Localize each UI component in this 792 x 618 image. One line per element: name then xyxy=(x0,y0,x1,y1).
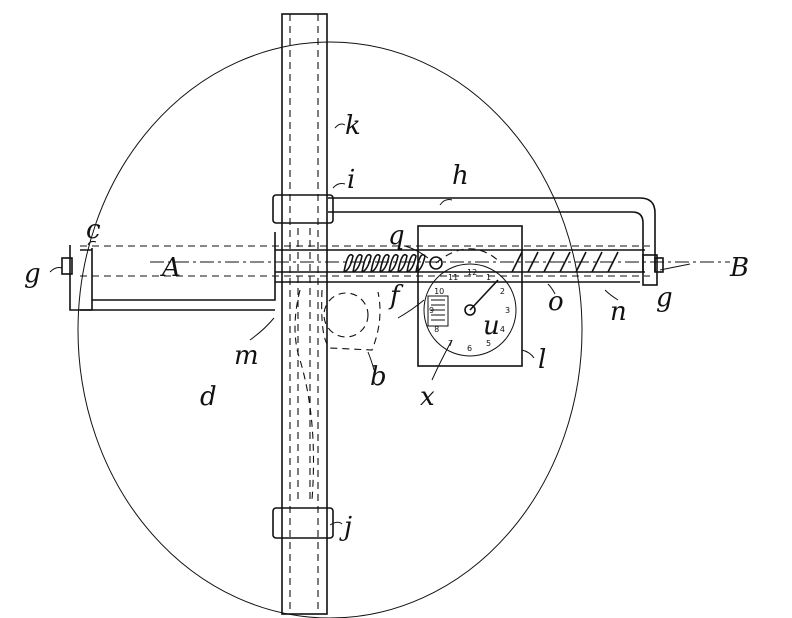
dial-number: 4 xyxy=(500,325,505,334)
label-j: j xyxy=(339,512,352,542)
thread-coil xyxy=(343,253,354,273)
disk-outline xyxy=(77,41,583,618)
thread-coil xyxy=(388,253,399,273)
label-h: h xyxy=(452,161,469,191)
label-g-right: g xyxy=(656,283,673,313)
thread-slant xyxy=(591,251,603,273)
pinion-b xyxy=(294,289,381,501)
thread-coil xyxy=(370,253,381,273)
label-q: q xyxy=(388,221,405,251)
label-k: k xyxy=(345,111,361,141)
label-A: A xyxy=(160,253,181,283)
thread-coil xyxy=(361,253,372,273)
dial-box xyxy=(417,225,523,367)
label-m: m xyxy=(234,341,259,371)
dial-number: 10 xyxy=(434,287,444,296)
thread-coil xyxy=(406,253,417,273)
clamp-j xyxy=(272,507,334,539)
left-arm xyxy=(61,232,276,311)
dial-number: 3 xyxy=(505,306,510,315)
label-o: o xyxy=(548,287,564,317)
label-i: i xyxy=(347,165,355,195)
label-u: u xyxy=(483,311,500,341)
thread-slant xyxy=(511,251,523,273)
h-frame xyxy=(328,197,664,286)
dial-number: 12 xyxy=(467,268,477,277)
thread-coil xyxy=(397,253,408,273)
thread-slant xyxy=(543,251,555,273)
dial-number: 5 xyxy=(486,339,491,348)
dial-number: 6 xyxy=(467,344,472,353)
dial-number: 9 xyxy=(429,306,434,315)
thread-coil xyxy=(379,253,390,273)
dial-number: 2 xyxy=(500,287,505,296)
leader-lines xyxy=(49,123,691,526)
label-l: l xyxy=(538,345,546,375)
label-n: n xyxy=(610,297,627,327)
label-f: f xyxy=(388,281,404,311)
vertical-bar xyxy=(281,13,328,615)
dial-number: 1 xyxy=(486,273,491,282)
thread-slant xyxy=(559,251,571,273)
label-d: d xyxy=(200,382,217,412)
dial-number: 11 xyxy=(448,273,458,282)
label-c: c xyxy=(86,215,101,245)
label-x: x xyxy=(420,382,435,412)
label-B: B xyxy=(729,253,749,283)
dial-number: 8 xyxy=(434,325,439,334)
label-g-left: g xyxy=(24,259,41,289)
clamp-i xyxy=(272,194,334,224)
label-b: b xyxy=(370,362,387,392)
thread-coil xyxy=(352,253,363,273)
